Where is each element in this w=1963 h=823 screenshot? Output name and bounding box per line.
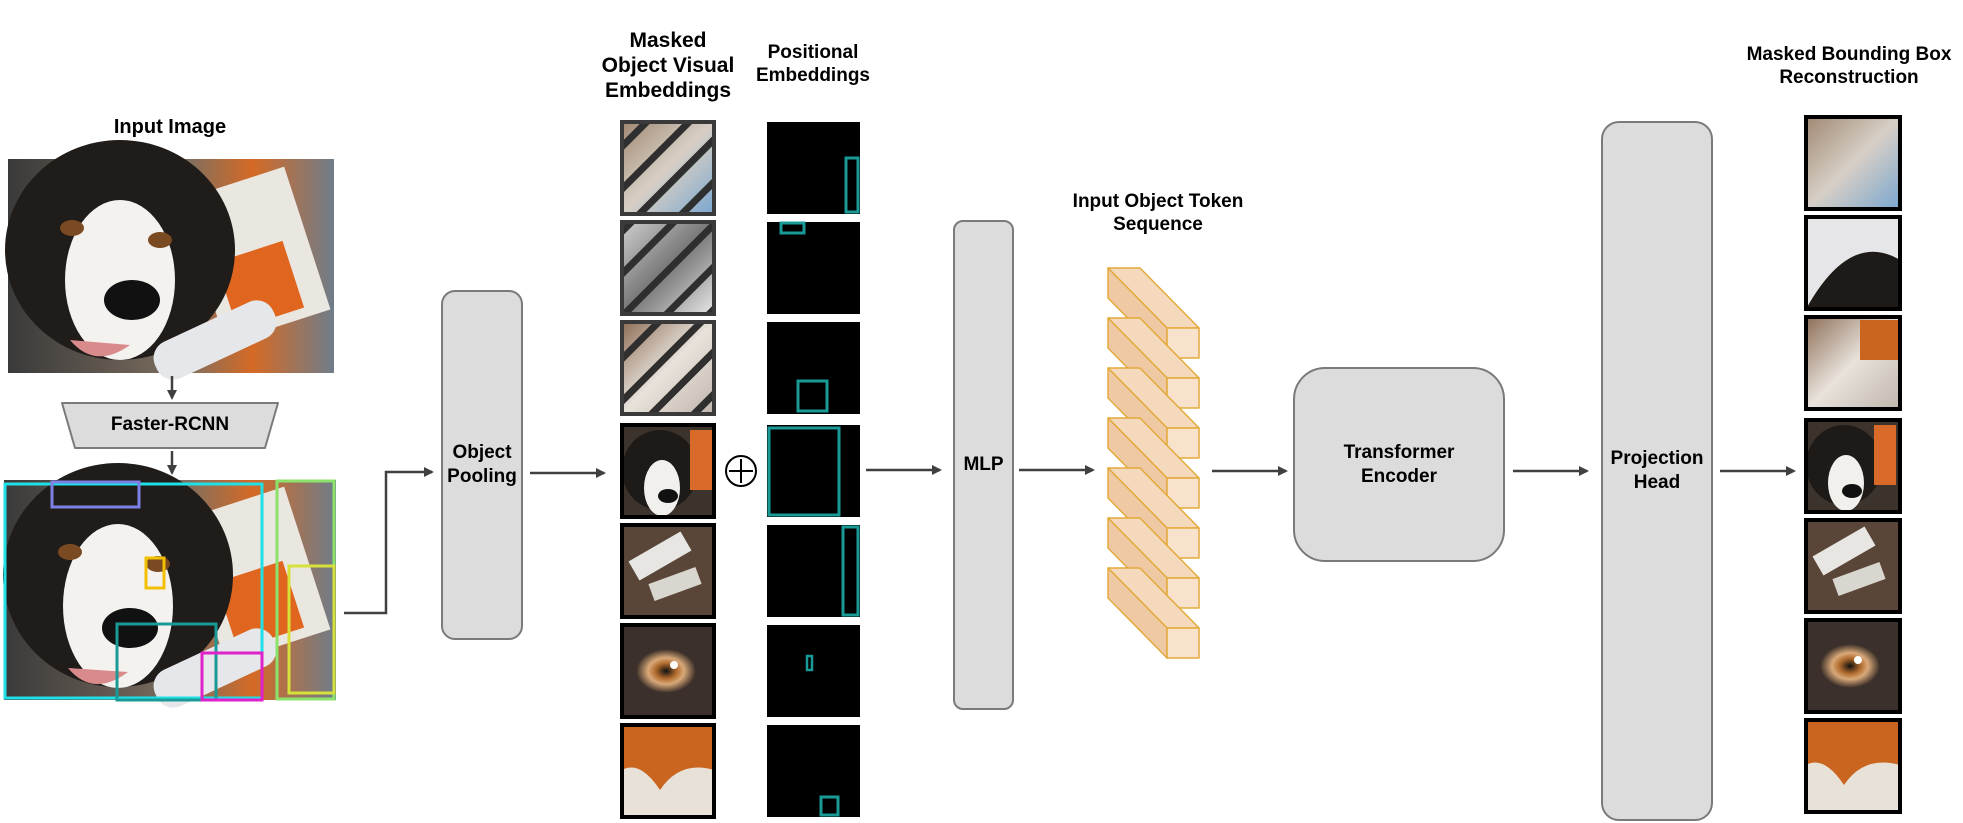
detected-image [3,463,336,708]
faster-rcnn-label: Faster-RCNN [110,414,230,435]
reconstructed-tile [1804,315,1902,411]
reconstructed-tile [1804,418,1902,514]
object-tile-chew [620,523,716,619]
reconstructed-tile [1804,518,1902,614]
token-sequence [1107,267,1200,659]
object-tile-fur [620,723,716,819]
bbox-cyan [3,482,264,700]
input-image-title: Input Image [113,116,227,138]
token-cube [1107,567,1200,659]
masked-tile [620,220,716,316]
reconstructed-tile [1804,215,1902,311]
masked-tile [620,120,716,216]
reconstructed-tile [1804,718,1902,814]
token-cube [1107,417,1200,509]
masked-embeddings-title: Masked Object Visual Embeddings [601,29,735,103]
transformer-encoder-block: Transformer Encoder [1293,367,1505,562]
masked-tile [620,320,716,416]
add-operator-icon [725,455,757,487]
projection-head-block: Projection Head [1601,121,1713,821]
masked-embeddings-column [620,120,716,819]
object-pooling-block: Object Pooling [441,290,523,640]
reconstructed-tile [1804,618,1902,714]
positional-embeddings-title: Positional Embeddings [755,42,870,86]
bbox-teal [115,622,218,702]
token-sequence-title: Input Object Token Sequence [1072,191,1244,235]
object-tile-dog [620,423,716,519]
reconstructed-tile [1804,115,1902,211]
object-tile-eye [620,623,716,719]
positional-embeddings-column [767,122,860,817]
mlp-block: MLP [953,220,1014,710]
faster-rcnn-block [61,402,279,449]
reconstruction-title: Masked Bounding Box Reconstruction [1746,44,1952,88]
arrow-boxes-to-pooling [344,467,434,615]
bbox-slate-blue [50,480,141,509]
bbox-olive [287,564,336,695]
bbox-magenta [200,651,264,702]
reconstruction-column [1804,115,1902,814]
input-image [5,140,334,380]
bbox-yellow [144,556,166,590]
